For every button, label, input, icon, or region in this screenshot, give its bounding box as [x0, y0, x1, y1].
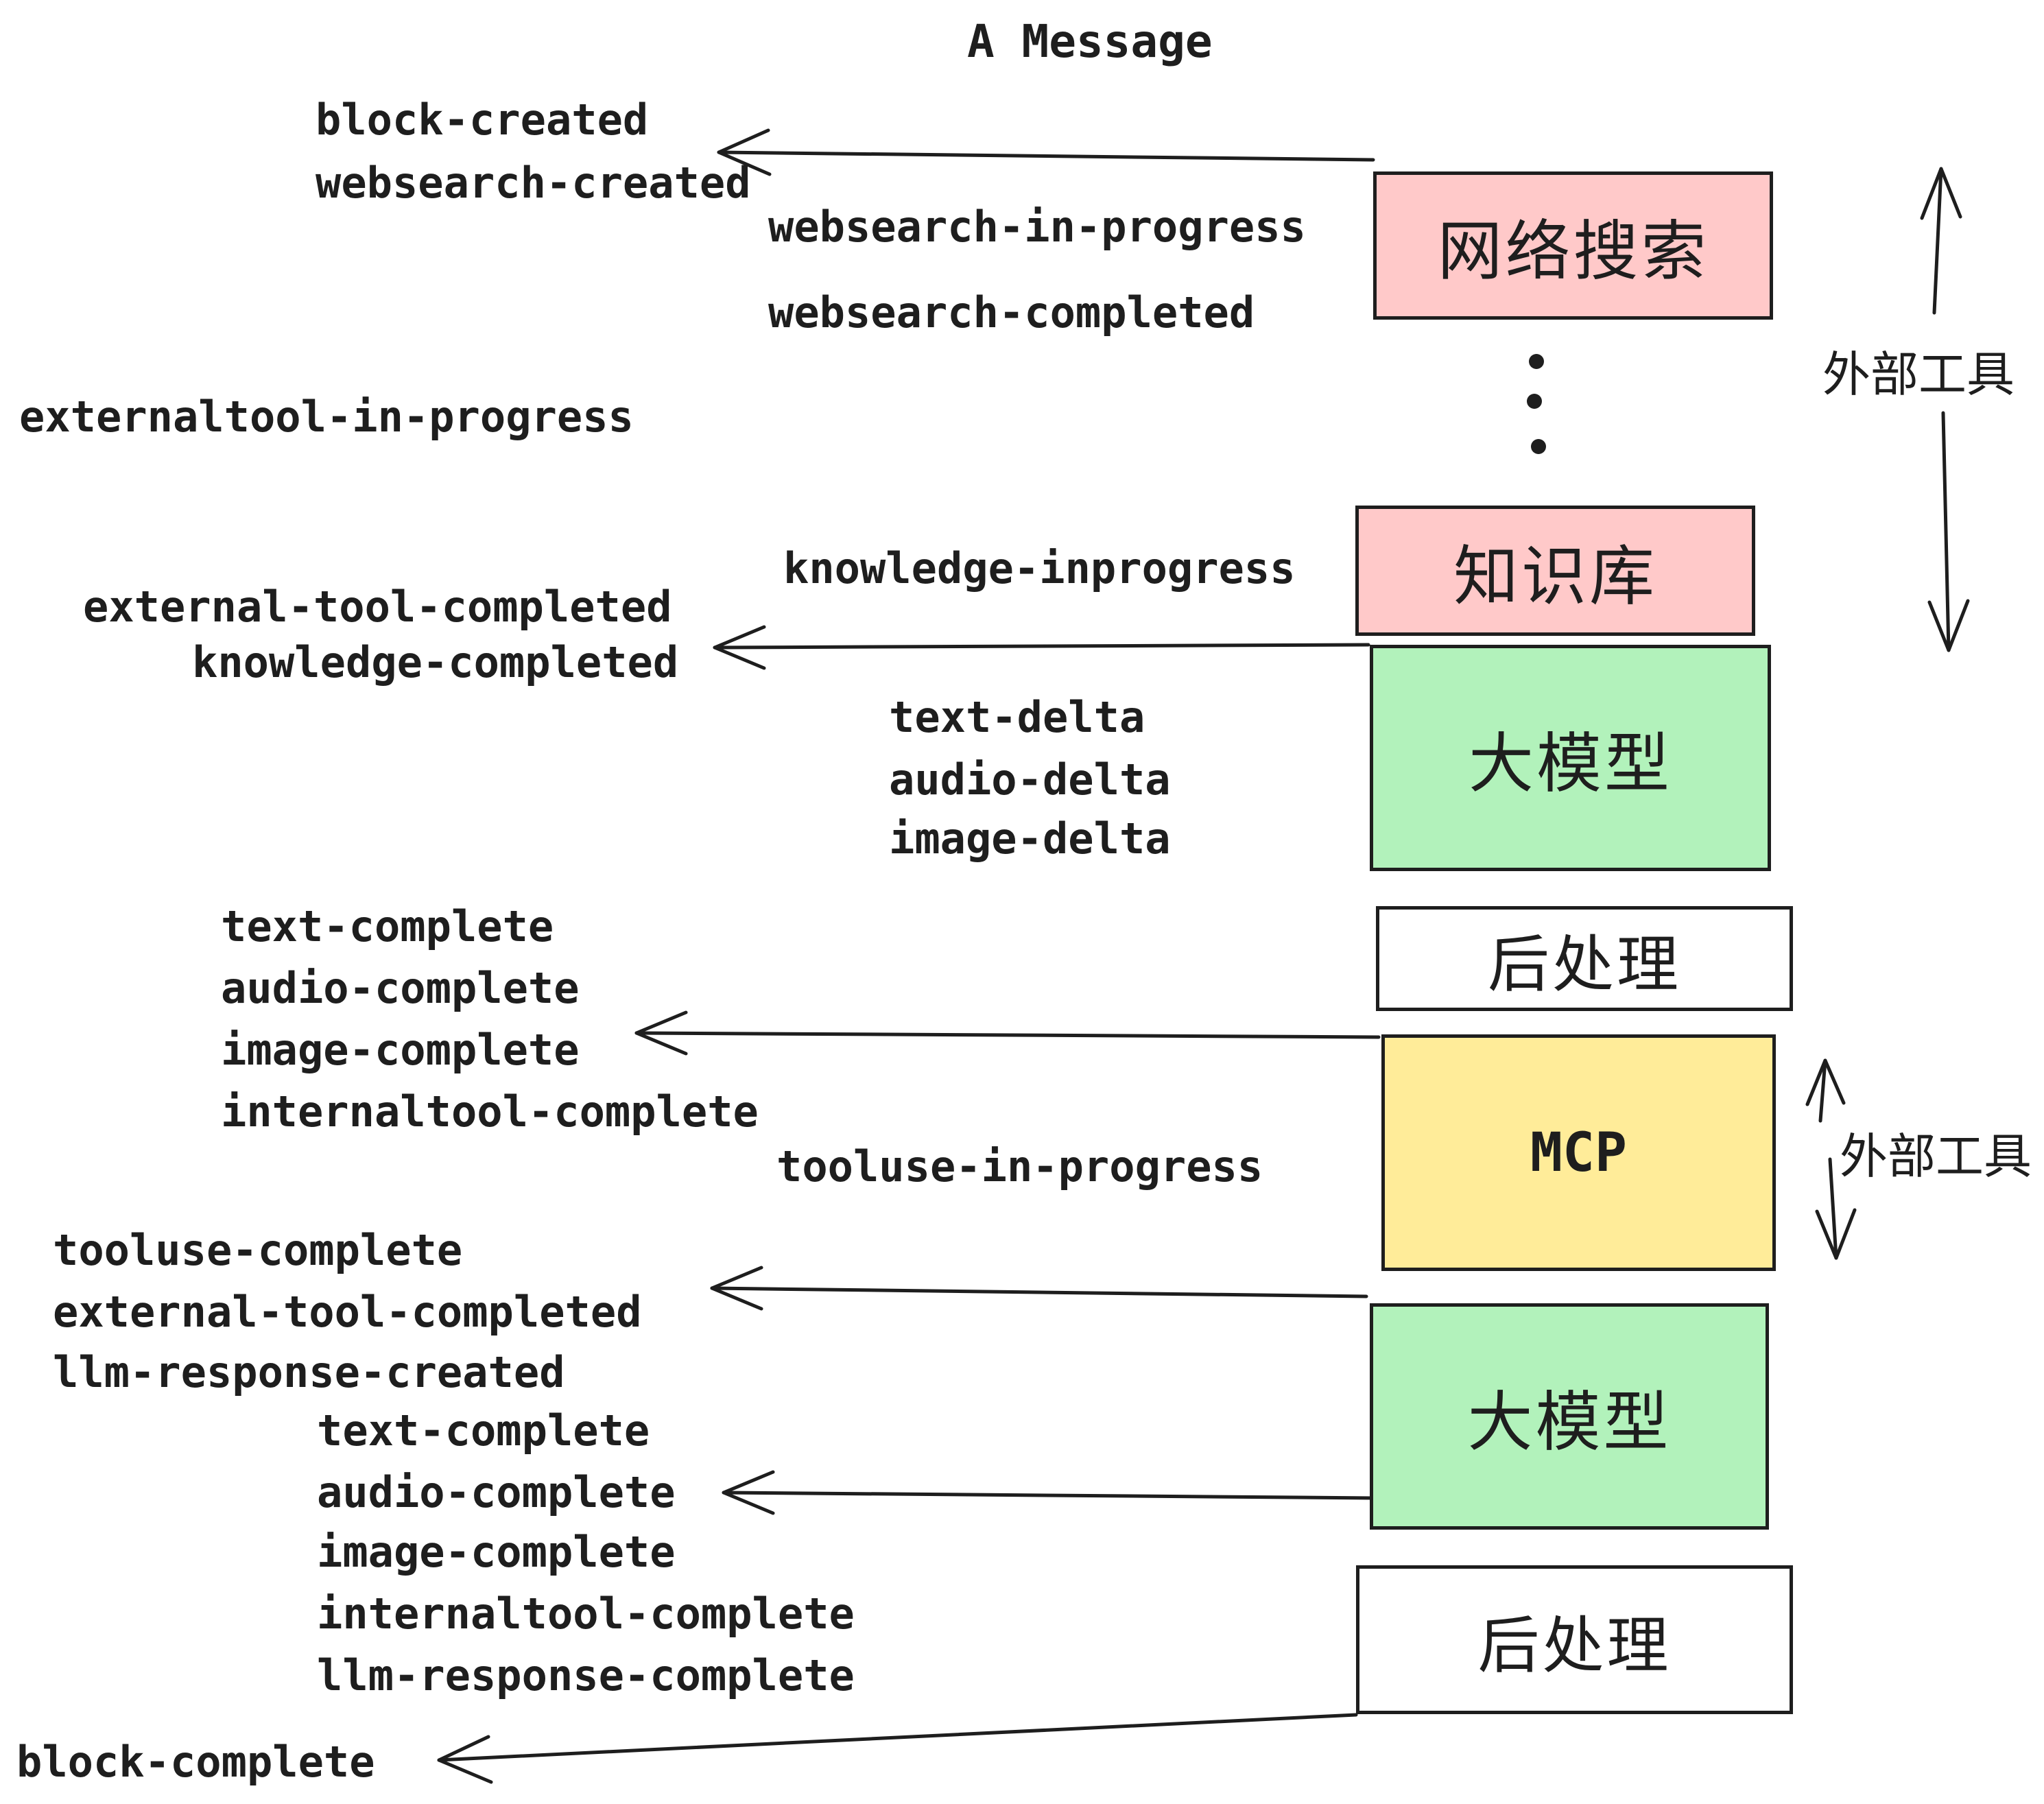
box-websearch: 网络搜索 [1373, 171, 1773, 320]
event-label-audio-complete: audio-complete [221, 963, 580, 1013]
event-label-text-complete: text-complete [221, 901, 554, 951]
event-label-external-tool-completed-2: external-tool-completed [53, 1287, 642, 1337]
event-label-audio-delta: audio-delta [889, 755, 1171, 805]
event-label-websearch-created: websearch-created [316, 158, 751, 208]
box-postprocess-1-label: 后处理 [1488, 930, 1681, 999]
event-label-knowledge-completed: knowledge-completed [192, 637, 679, 687]
box-llm-2: 大模型 [1370, 1303, 1769, 1530]
diagram-title: A Message [967, 15, 1213, 68]
box-llm-1-label: 大模型 [1468, 727, 1672, 800]
event-label-llm-response-created: llm-response-created [53, 1347, 565, 1397]
external-tools-label-1: 外部工具 [1822, 348, 2015, 401]
event-label-websearch-in-progress: websearch-in-progress [768, 202, 1306, 252]
event-label-tooluse-complete: tooluse-complete [53, 1225, 463, 1275]
arrow-block-complete [437, 1713, 1358, 1784]
event-label-externaltool-in-progress: externaltool-in-progress [19, 392, 634, 442]
arrow-audio-complete [722, 1470, 1377, 1515]
external-tools-up-arrow-1 [1920, 167, 1962, 315]
external-tools-up-arrow-2 [1805, 1058, 1846, 1123]
event-label-llm-response-complete: llm-response-complete [317, 1650, 855, 1700]
arrow-knowledge-completed [713, 625, 1370, 670]
event-label-audio-complete-2: audio-complete [317, 1467, 676, 1517]
box-postprocess-1: 后处理 [1376, 906, 1793, 1011]
event-label-image-complete-2: image-complete [317, 1527, 676, 1577]
event-label-tooluse-in-progress: tooluse-in-progress [776, 1141, 1263, 1191]
event-label-block-created: block-created [316, 95, 649, 145]
event-label-text-complete-2: text-complete [317, 1405, 650, 1456]
event-label-text-delta: text-delta [889, 692, 1145, 742]
ellipsis-dots [1527, 354, 1546, 454]
external-tools-label-2: 外部工具 [1840, 1130, 2032, 1183]
box-postprocess-2: 后处理 [1356, 1565, 1793, 1714]
box-websearch-label: 网络搜索 [1437, 198, 1709, 293]
event-label-knowledge-inprogress: knowledge-inprogress [783, 543, 1296, 593]
arrow-image-complete [634, 1010, 1381, 1056]
box-llm-2-label: 大模型 [1467, 1386, 1672, 1459]
event-label-external-tool-completed: external-tool-completed [83, 582, 672, 632]
event-label-internaltool-complete: internaltool-complete [221, 1087, 759, 1137]
box-knowledge: 知识库 [1355, 506, 1755, 636]
box-llm-1: 大模型 [1370, 645, 1771, 871]
event-label-image-complete: image-complete [221, 1025, 580, 1075]
event-label-internaltool-complete-2: internaltool-complete [317, 1589, 855, 1639]
box-knowledge-label: 知识库 [1453, 540, 1657, 613]
box-mcp: MCP [1381, 1034, 1776, 1271]
box-postprocess-2-label: 后处理 [1477, 1611, 1672, 1681]
arrow-tooluse-complete [710, 1266, 1368, 1311]
event-label-block-complete: block-complete [16, 1737, 375, 1787]
arrow-block-created [717, 128, 1375, 176]
external-tools-down-arrow-1 [1927, 411, 1970, 652]
event-label-websearch-completed: websearch-completed [768, 287, 1255, 337]
event-label-image-delta: image-delta [889, 814, 1171, 864]
box-mcp-label: MCP [1530, 1121, 1627, 1184]
